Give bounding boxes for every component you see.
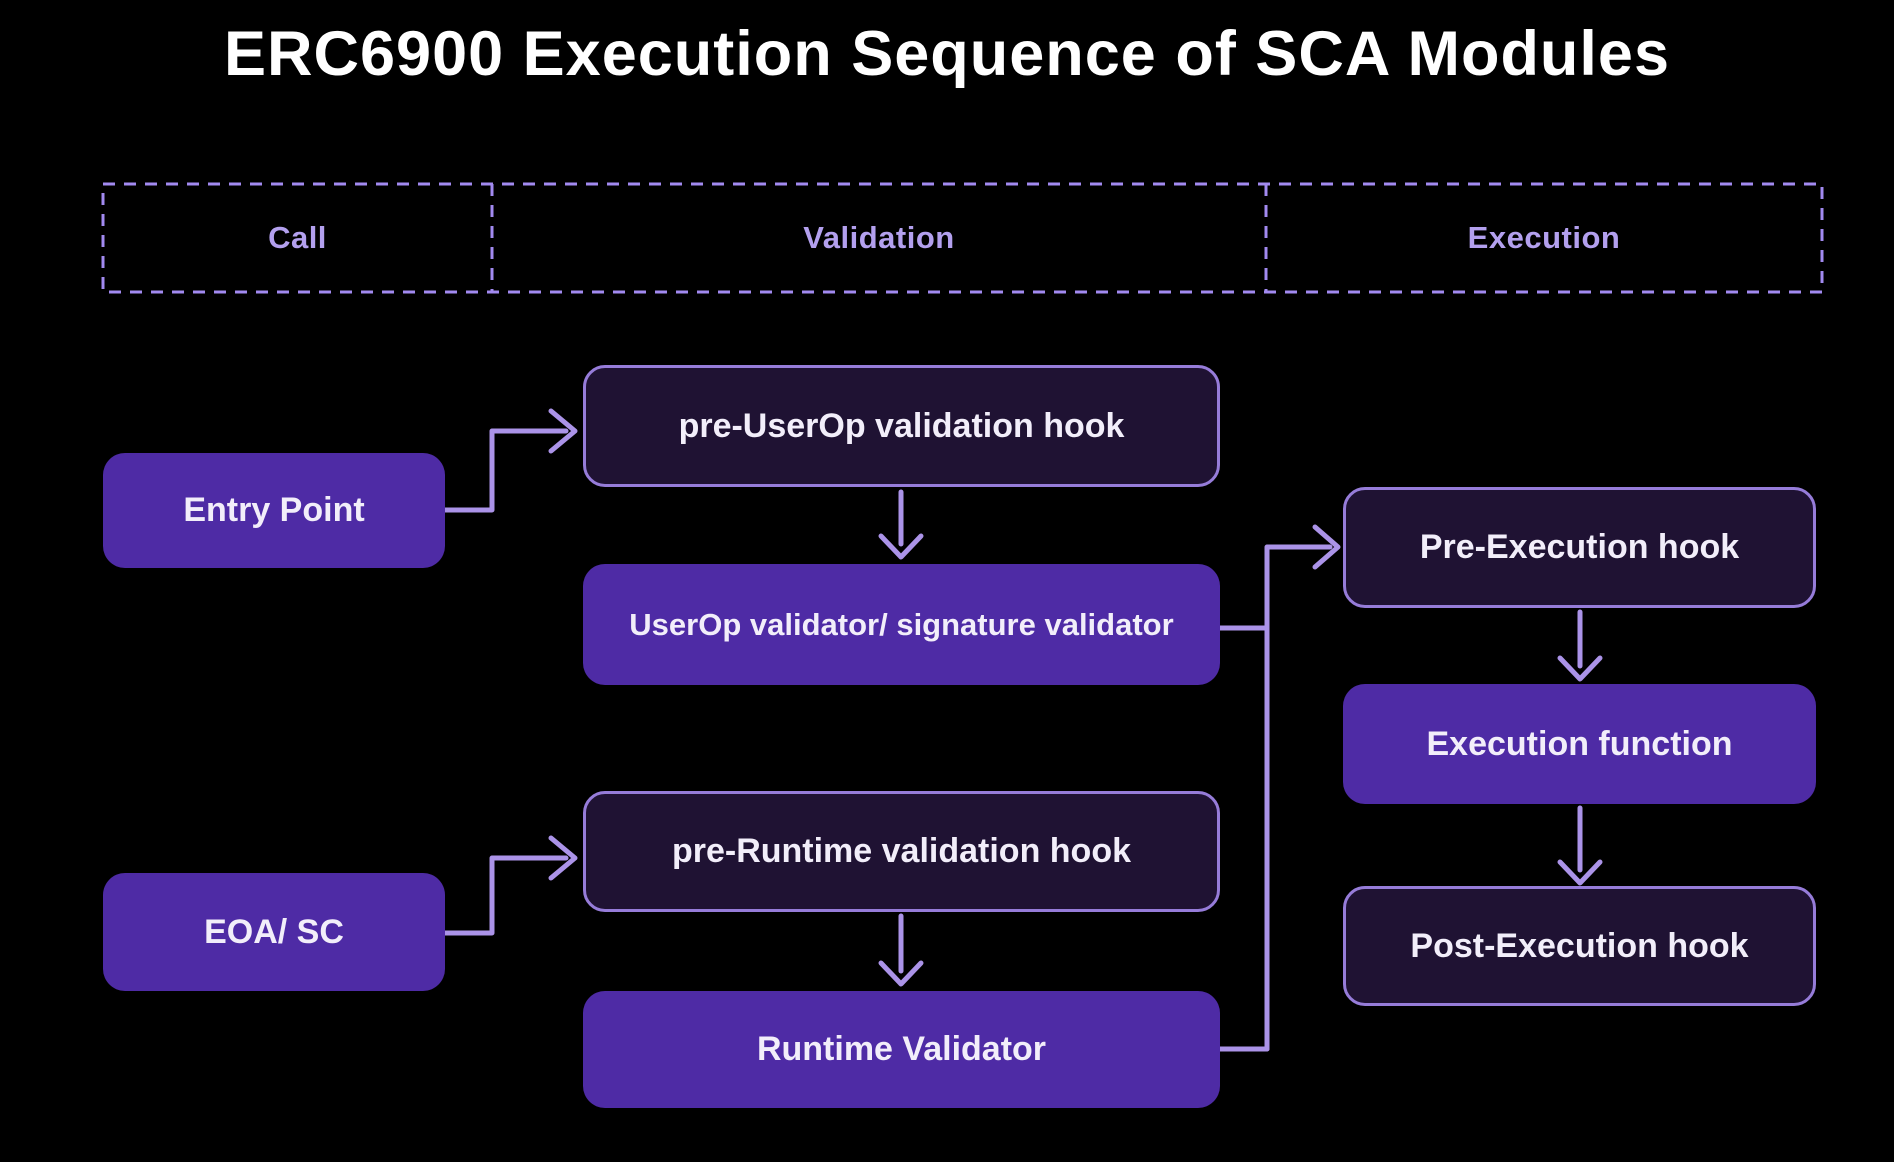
lane-call: Call [103, 184, 492, 292]
lane-execution: Execution [1266, 184, 1822, 292]
lane-execution-label: Execution [1467, 220, 1621, 255]
node-runtime-validator: Runtime Validator [583, 991, 1220, 1108]
arrowhead-execution-function-to-post-execution-icon [1557, 859, 1603, 886]
node-entry-point: Entry Point [103, 453, 445, 568]
arrow-eoa-sc-to-pre-runtime [442, 855, 569, 936]
arrow-validators-to-pre-execution [1264, 544, 1333, 1052]
node-eoa-sc: EOA/ SC [103, 873, 445, 991]
node-pre-execution-hook: Pre-Execution hook [1343, 487, 1816, 608]
node-pre-execution-hook-label: Pre-Execution hook [1419, 528, 1740, 566]
arrowhead-validators-to-pre-execution-icon [1312, 524, 1341, 570]
arrowhead-eoa-sc-to-pre-runtime-icon [548, 835, 578, 881]
arrowhead-pre-userop-to-userop-validator-icon [878, 533, 924, 560]
node-eoa-sc-label: EOA/ SC [204, 912, 344, 951]
node-runtime-validator-label: Runtime Validator [756, 1030, 1047, 1068]
arrowhead-entry-point-to-pre-userop-icon [548, 408, 578, 454]
arrowhead-pre-execution-to-execution-function-icon [1557, 655, 1603, 682]
node-post-execution-hook: Post-Execution hook [1343, 886, 1816, 1006]
node-execution-function-label: Execution function [1426, 724, 1733, 763]
node-pre-userop-validation-hook: pre-UserOp validation hook [583, 365, 1220, 487]
lane-call-label: Call [268, 220, 327, 255]
node-pre-userop-validation-hook-label: pre-UserOp validation hook [678, 406, 1125, 445]
arrow-entry-point-to-pre-userop [442, 428, 569, 513]
arrowhead-pre-runtime-to-runtime-validator-icon [878, 960, 924, 987]
node-post-execution-hook-label: Post-Execution hook [1410, 926, 1749, 965]
node-userop-validator-label: UserOp validator/ signature validator [629, 606, 1174, 642]
node-entry-point-label: Entry Point [183, 491, 365, 529]
node-execution-function: Execution function [1343, 684, 1816, 804]
lane-validation: Validation [492, 184, 1266, 292]
diagram-title: ERC6900 Execution Sequence of SCA Module… [223, 19, 1670, 89]
node-pre-runtime-validation-hook: pre-Runtime validation hook [583, 791, 1220, 912]
node-userop-validator: UserOp validator/ signature validator [583, 564, 1220, 685]
lane-validation-label: Validation [803, 220, 955, 255]
node-pre-runtime-validation-hook-label: pre-Runtime validation hook [671, 832, 1132, 870]
